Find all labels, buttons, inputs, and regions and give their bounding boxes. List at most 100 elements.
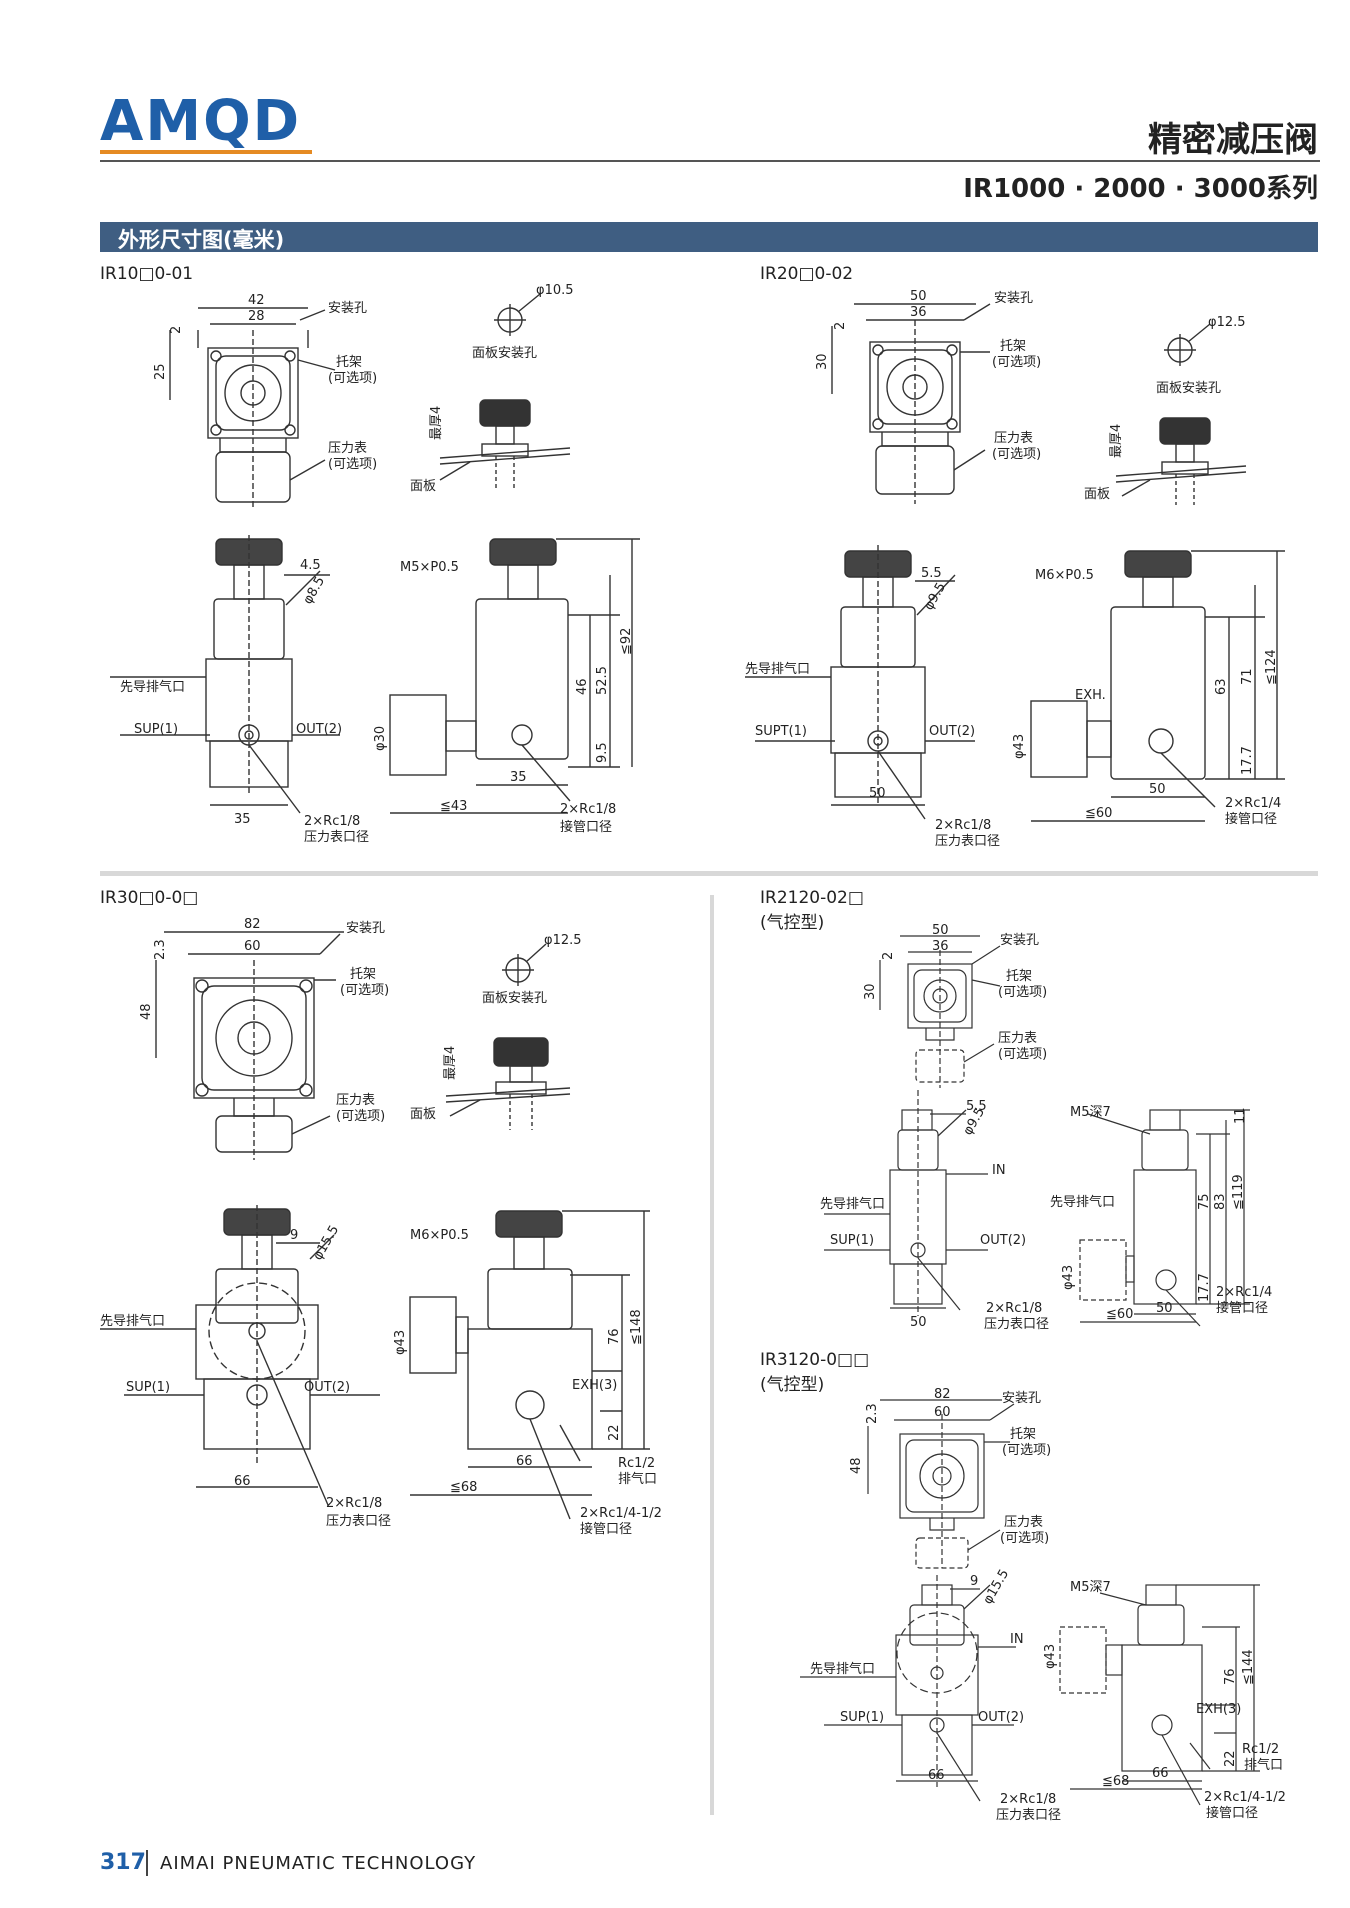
dim-text: 22 — [1223, 1750, 1238, 1767]
model-sub-ir2120: (气控型) — [760, 913, 825, 933]
label-text: (可选项) — [336, 1109, 385, 1124]
dim-text: 52.5 — [595, 666, 610, 695]
page-title: 精密减压阀 — [1148, 120, 1318, 160]
ir3120-side-view: M5深7 76 ≦144 22 φ43 66 ≦68 EXH(3) Rc1/2 … — [1043, 1580, 1286, 1821]
label-text: 托架 — [1006, 969, 1032, 984]
label-text: 2×Rc1/8 — [1000, 1792, 1056, 1807]
label-text: IN — [1010, 1632, 1024, 1647]
label-text: 安装孔 — [1000, 933, 1039, 948]
ir3000-panel-mount: φ12.5 面板安装孔 最厚4 面板 — [410, 933, 582, 1130]
label-text: 接管口径 — [560, 819, 612, 835]
dim-text: 11 — [1233, 1107, 1248, 1124]
label-text: Rc1/2 — [618, 1456, 655, 1471]
label-text: Rc1/2 — [1242, 1742, 1279, 1757]
dim-text: ≦148 — [629, 1309, 644, 1345]
dim-text: 2.3 — [865, 1403, 880, 1424]
label-text: (可选项) — [992, 447, 1041, 462]
label-text: 先导排气口 — [820, 1196, 885, 1212]
label-text: 接管口径 — [1225, 811, 1277, 827]
ir2000-front-view: 5.5 φ9.5 50 先导排气口 SUPT(1) OUT(2) 2×Rc1/8… — [745, 545, 1000, 849]
label-text: 排气口 — [618, 1471, 657, 1487]
ir2000-top-view: 50 36 2 30 安装孔 托架 (可选项) 压力表 (可选项) — [815, 289, 1041, 504]
hole-text: φ12.5 — [544, 933, 582, 948]
label-text: 面板 — [1084, 487, 1110, 502]
label-text: (可选项) — [998, 985, 1047, 1000]
dim-text: 25 — [153, 363, 168, 380]
dim-text: 30 — [863, 983, 878, 1000]
ir2120-top-view: 50 36 2 30 安装孔 托架 (可选项) 压力表 (可选项) — [863, 923, 1047, 1088]
label-text: 先导排气口 — [745, 661, 810, 677]
label-text: OUT(2) — [929, 724, 975, 739]
dim-text: φ43 — [1012, 734, 1027, 759]
label-text: OUT(2) — [296, 722, 342, 737]
ir2000-side-view: M6×P0.5 63 71 ≦124 17.7 φ43 50 ≦60 EXH. … — [1012, 550, 1285, 827]
label-text: 最厚4 — [429, 406, 444, 440]
label-text: 先导排气口 — [100, 1313, 165, 1329]
dim-text: 36 — [910, 305, 927, 320]
dim-text: 4.5 — [300, 558, 321, 573]
logo-underline — [100, 150, 312, 154]
dim-text: 35 — [510, 770, 527, 785]
dim-text: 50 — [910, 1315, 927, 1330]
label-text: 先导排气口 — [810, 1661, 875, 1677]
dim-text: 66 — [516, 1454, 533, 1469]
label-text: 2×Rc1/4-1/2 — [1204, 1790, 1286, 1805]
column-divider — [710, 895, 714, 1815]
label-text: 面板安装孔 — [482, 991, 547, 1006]
ir1000-front-view: 4.5 φ8.5 35 先导排气口 SUP(1) OUT(2) 2×Rc1/8 … — [110, 535, 369, 845]
label-text: SUP(1) — [830, 1233, 874, 1248]
label-text: 面板安装孔 — [472, 346, 537, 361]
dim-text: 28 — [248, 309, 265, 324]
label-text: 压力表口径 — [996, 1808, 1061, 1823]
label-text: EXH(3) — [572, 1378, 617, 1393]
label-text: 托架 — [336, 355, 362, 370]
label-text: 2×Rc1/8 — [935, 818, 991, 833]
label-text: 压力表 — [998, 1031, 1037, 1046]
label-text: 面板 — [410, 1107, 436, 1122]
dim-text: 66 — [1152, 1766, 1169, 1781]
label-text: 托架 — [1000, 339, 1026, 354]
dim-text: 2 — [881, 952, 896, 960]
label-text: IN — [992, 1163, 1006, 1178]
footer-separator — [146, 1850, 148, 1876]
dim-text: 50 — [910, 289, 927, 304]
company-name: AIMAI PNEUMATIC TECHNOLOGY — [160, 1853, 477, 1874]
dim-text: φ15.5 — [980, 1567, 1012, 1607]
ir2000-panel-mount: φ12.5 面板安装孔 最厚4 面板 — [1084, 315, 1247, 505]
page-subtitle: IR1000 · 2000 · 3000系列 — [963, 174, 1318, 204]
hole-text: φ10.5 — [536, 283, 574, 298]
label-text: 最厚4 — [443, 1046, 458, 1080]
label-text: EXH(3) — [1196, 1702, 1241, 1717]
label-text: 压力表 — [328, 441, 367, 456]
label-text: (可选项) — [340, 983, 389, 998]
dim-text: 71 — [1240, 668, 1255, 685]
model-sub-ir3120: (气控型) — [760, 1375, 825, 1395]
dim-text: 36 — [932, 939, 949, 954]
dim-text: φ43 — [1061, 1265, 1076, 1290]
label-text: 压力表口径 — [935, 834, 1000, 849]
ir1000-top-view: 42 28 2 25 安装孔 托架 (可选项) 压力表 (可选项) — [153, 293, 377, 510]
dim-text: φ43 — [1043, 1644, 1058, 1669]
dim-text: 60 — [244, 939, 261, 954]
label-text: 托架 — [1010, 1427, 1036, 1442]
dim-text: 9 — [290, 1228, 298, 1243]
dim-text: M5×P0.5 — [400, 560, 459, 575]
label-text: OUT(2) — [980, 1233, 1026, 1248]
label-text: 面板安装孔 — [1156, 381, 1221, 396]
label-text: 2×Rc1/4-1/2 — [580, 1506, 662, 1521]
label-text: (可选项) — [998, 1047, 1047, 1062]
page-number: 317 — [100, 1850, 146, 1875]
logo-text: AMQD — [100, 89, 302, 154]
dim-text: 82 — [934, 1387, 951, 1402]
label-text: 接管口径 — [1216, 1300, 1268, 1316]
dim-text: 5.5 — [966, 1099, 987, 1114]
label-text: 面板 — [410, 479, 436, 494]
model-name-ir2000: IR20□0-02 — [760, 264, 854, 284]
label-text: 接管口径 — [1206, 1805, 1258, 1821]
dim-text: ≦92 — [619, 628, 634, 655]
label-text: SUP(1) — [134, 722, 178, 737]
label-text: 最厚4 — [1109, 424, 1124, 458]
hole-text: φ12.5 — [1208, 315, 1246, 330]
dim-text: 66 — [234, 1474, 251, 1489]
dim-text: 17.7 — [1240, 746, 1255, 775]
